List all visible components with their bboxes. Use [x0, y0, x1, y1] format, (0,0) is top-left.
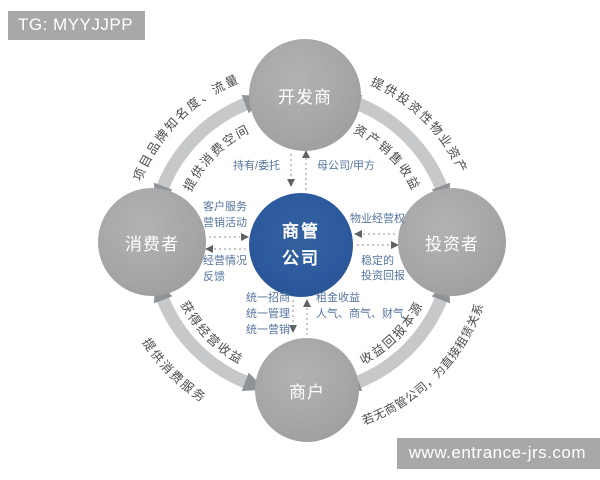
arrow-down-icon	[287, 179, 295, 187]
label-hold-entrust: 持有/委托	[233, 160, 281, 172]
node-consumer: 消费者	[98, 188, 206, 296]
arrow-left-icon	[205, 245, 213, 253]
label-operation-feedback-line1: 经营情况	[203, 255, 247, 267]
label-rent-income: 租金收益 人气、商气、财气	[316, 290, 404, 322]
node-consumer-label: 消费者	[125, 234, 179, 254]
node-management-company-label: 商管 公司	[282, 218, 320, 272]
arc-consumer-merchant	[153, 279, 266, 392]
label-operation-feedback-line2: 反馈	[203, 271, 225, 283]
label-unified-line3: 统一营销	[246, 324, 290, 336]
label-stable-return-line2: 投资回报	[361, 270, 405, 282]
label-customer-service-line1: 客户服务	[203, 201, 247, 213]
node-merchant-label: 商户	[289, 382, 325, 402]
node-developer-label: 开发商	[278, 87, 332, 107]
label-customer-service-line2: 营销活动	[203, 217, 247, 229]
node-investor: 投资者	[398, 188, 506, 296]
node-developer: 开发商	[249, 39, 361, 151]
label-property-rights: 物业经营权	[350, 213, 405, 225]
arc-developer-investor	[338, 94, 451, 207]
arc-label-brand-traffic: 项目品牌知名度、流量	[131, 72, 242, 183]
arrow-up-icon	[302, 150, 310, 158]
arc-label-investment-property: 提供投资性物业资产	[369, 74, 471, 176]
arc-merchant-investor	[338, 279, 451, 392]
label-operation-feedback: 经营情况 反馈	[203, 253, 247, 285]
site-watermark: www.entrance-jrs.com	[396, 438, 600, 469]
label-unified-line2: 统一管理	[246, 308, 290, 320]
arrow-up-icon	[303, 299, 311, 307]
arc-consumer-developer	[153, 94, 266, 207]
node-management-company: 商管 公司	[249, 193, 353, 297]
arrow-right-icon	[241, 233, 249, 241]
center-label-line1: 商管	[282, 222, 320, 241]
label-parent-company: 母公司/甲方	[317, 160, 376, 172]
node-merchant: 商户	[255, 338, 359, 442]
label-customer-service: 客户服务 营销活动	[203, 199, 247, 231]
label-stable-return: 稳定的 投资回报	[361, 254, 405, 284]
label-unified-line1: 统一招商	[246, 292, 290, 304]
center-label-line2: 公司	[282, 249, 320, 268]
label-rent-income-line2: 人气、商气、财气	[316, 308, 404, 320]
label-stable-return-line1: 稳定的	[361, 255, 394, 267]
label-unified-management: 统一招商 统一管理 统一营销	[246, 290, 290, 338]
node-investor-label: 投资者	[425, 234, 479, 254]
arrow-down-icon	[289, 325, 297, 333]
arrow-left-icon	[354, 230, 362, 238]
tg-watermark: TG: MYYJJPP	[8, 11, 146, 40]
label-rent-income-line1: 租金收益	[316, 292, 360, 304]
arrow-right-icon	[391, 241, 399, 249]
